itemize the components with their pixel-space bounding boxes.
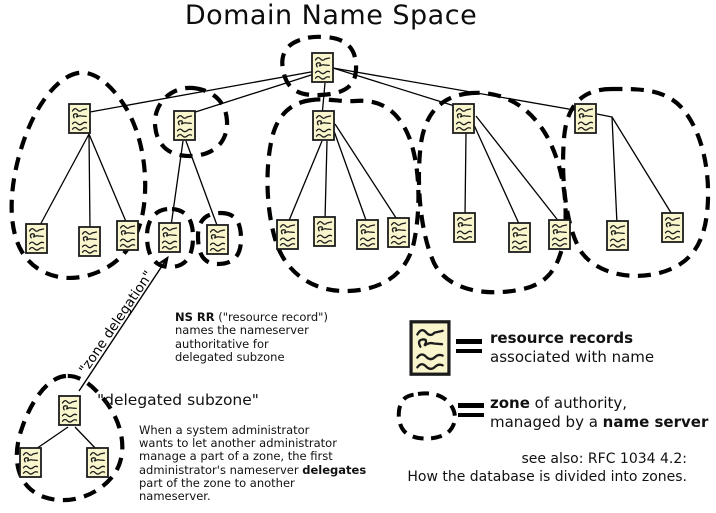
ns-rr-note: NS RR ("resource record") names the name… bbox=[175, 310, 328, 365]
resource-record-node bbox=[548, 219, 571, 250]
zone-outline-rightmost bbox=[560, 86, 711, 278]
legend-resource-records-text: resource records associated with name bbox=[490, 329, 655, 366]
resource-record-node-delegated bbox=[158, 222, 181, 253]
zone-delegation-arrow bbox=[78, 255, 169, 392]
legend-resource-record-icon bbox=[409, 320, 451, 376]
zone-outline-middle bbox=[265, 97, 421, 294]
resource-record-node bbox=[68, 103, 91, 134]
zone-outlines bbox=[9, 34, 711, 503]
resource-record-node bbox=[661, 212, 684, 243]
resource-record-node bbox=[452, 103, 475, 134]
resource-record-node bbox=[606, 220, 629, 251]
resource-record-node-subzone-parent bbox=[58, 395, 81, 426]
delegation-note: When a system administrator wants to let… bbox=[139, 423, 367, 504]
resource-record-node bbox=[312, 110, 335, 141]
legend-zone-outline-icon bbox=[396, 391, 457, 441]
zone-outline-left bbox=[9, 70, 148, 280]
resource-record-node bbox=[387, 217, 410, 248]
zone-outline-delegated-subzone bbox=[14, 373, 125, 503]
resource-record-node bbox=[276, 219, 299, 250]
zone-outline-delegated-right bbox=[195, 210, 244, 267]
delegated-subzone-label: "delegated subzone" bbox=[97, 391, 259, 409]
resource-record-node bbox=[574, 103, 597, 134]
legend-zone-text: zone of authority, managed by a name ser… bbox=[490, 394, 709, 431]
zone-outline-root bbox=[280, 34, 359, 98]
see-also-note: see also: RFC 1034 4.2: How the database… bbox=[407, 451, 687, 485]
resource-record-node bbox=[453, 212, 476, 243]
equals-sign bbox=[456, 339, 482, 358]
resource-record-node bbox=[313, 216, 336, 247]
resource-record-node bbox=[25, 223, 48, 254]
equals-sign bbox=[458, 403, 484, 422]
zone-outline-delegating bbox=[152, 85, 230, 159]
resource-record-node bbox=[19, 447, 42, 478]
resource-record-node-delegating bbox=[173, 110, 196, 141]
zone-outline-right-mid bbox=[416, 90, 568, 295]
resource-record-node bbox=[86, 447, 109, 478]
resource-record-node bbox=[508, 222, 531, 253]
resource-record-node bbox=[356, 219, 379, 250]
resource-record-node bbox=[116, 220, 139, 251]
resource-record-node-root bbox=[311, 52, 334, 83]
ns-rr-note-bold: NS RR bbox=[175, 310, 215, 324]
page-title: Domain Name Space bbox=[184, 0, 478, 31]
resource-record-node-delegated bbox=[206, 224, 229, 255]
zone-outline-delegated-left bbox=[144, 206, 196, 270]
resource-record-node bbox=[78, 226, 101, 257]
